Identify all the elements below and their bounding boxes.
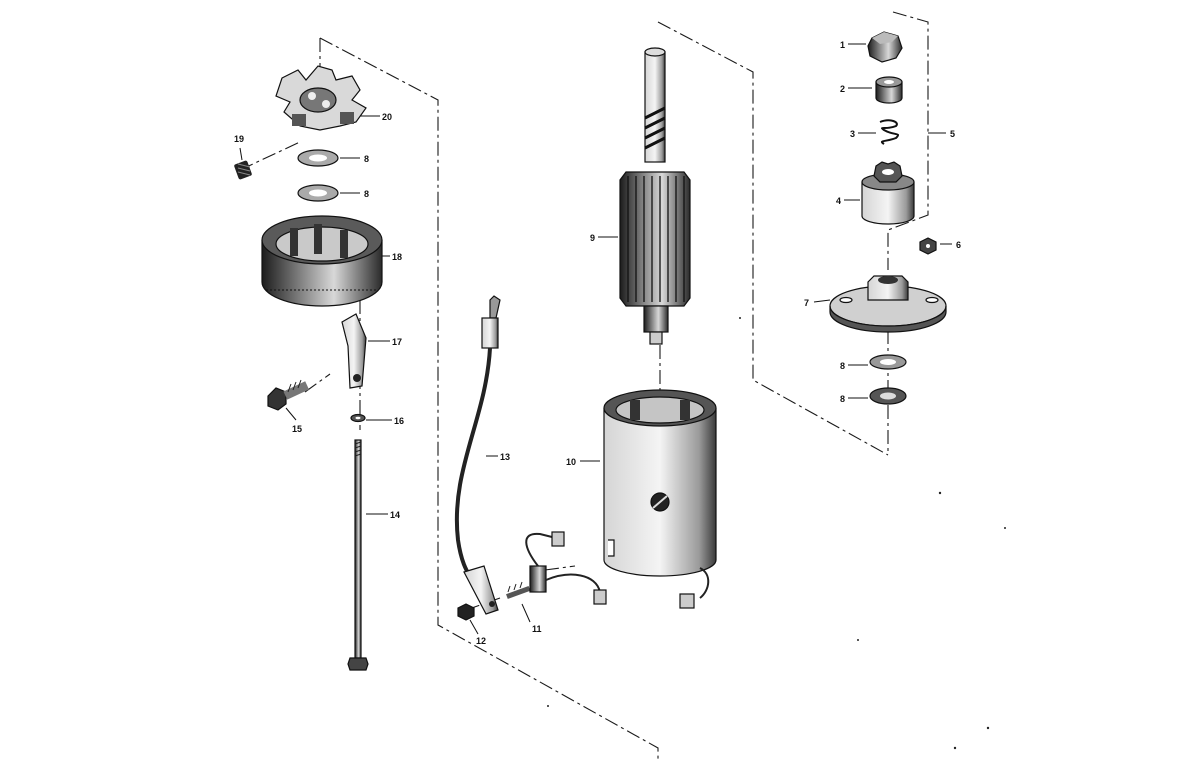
bolt-part-15 [267,379,309,411]
callout-6: 6 [956,240,961,250]
nut-part-12 [457,603,475,621]
washer-part-16 [350,413,366,423]
callout-3: 3 [850,129,855,139]
callout-8-left-lower: 8 [364,189,369,199]
washer-upper-left-1 [297,149,339,167]
callout-20: 20 [382,112,392,122]
callout-17: 17 [392,337,402,347]
callout-14: 14 [390,510,400,520]
field-frame-ring [261,215,383,307]
through-bolt-part-14 [347,439,369,671]
callout-labels: 1 2 3 4 5 6 7 8 8 8 8 9 10 11 12 13 14 1… [234,40,961,646]
callout-5: 5 [950,129,955,139]
callout-16: 16 [394,416,404,426]
callout-1: 1 [840,40,845,50]
callout-7: 7 [804,298,809,308]
brush-holder-part-11 [506,531,607,605]
leader-lines [239,43,952,635]
callout-10: 10 [566,457,576,467]
brush-lead-part-17 [341,313,367,389]
scan-specks [547,317,1006,750]
callout-8-right-lower: 8 [840,394,845,404]
callout-8-right-upper: 8 [840,361,845,371]
callout-13: 13 [500,452,510,462]
housing-part-10 [603,389,717,609]
armature-part-9 [619,47,691,345]
assembly-centerlines [239,11,929,760]
callout-2: 2 [840,84,845,94]
callout-15: 15 [292,424,302,434]
lead-wire-part-13 [454,295,501,615]
washer-upper-left-2 [297,184,339,202]
callout-9: 9 [590,233,595,243]
callout-19: 19 [234,134,244,144]
callout-18: 18 [392,252,402,262]
brush-plate [275,65,367,131]
spacer-part-2 [875,76,903,104]
drive-pinion-part-4 [861,161,915,225]
callout-11: 11 [532,624,542,634]
end-cap-part-7 [829,275,947,333]
callout-8-left-upper: 8 [364,154,369,164]
callout-4: 4 [836,196,841,206]
nut-part-1 [867,31,903,63]
spring-part-3 [879,119,900,145]
washer-right-2 [869,387,907,405]
washer-right-1 [869,354,907,370]
nut-part-6 [919,237,937,255]
screw-part-19 [234,160,252,180]
callout-12: 12 [476,636,486,646]
